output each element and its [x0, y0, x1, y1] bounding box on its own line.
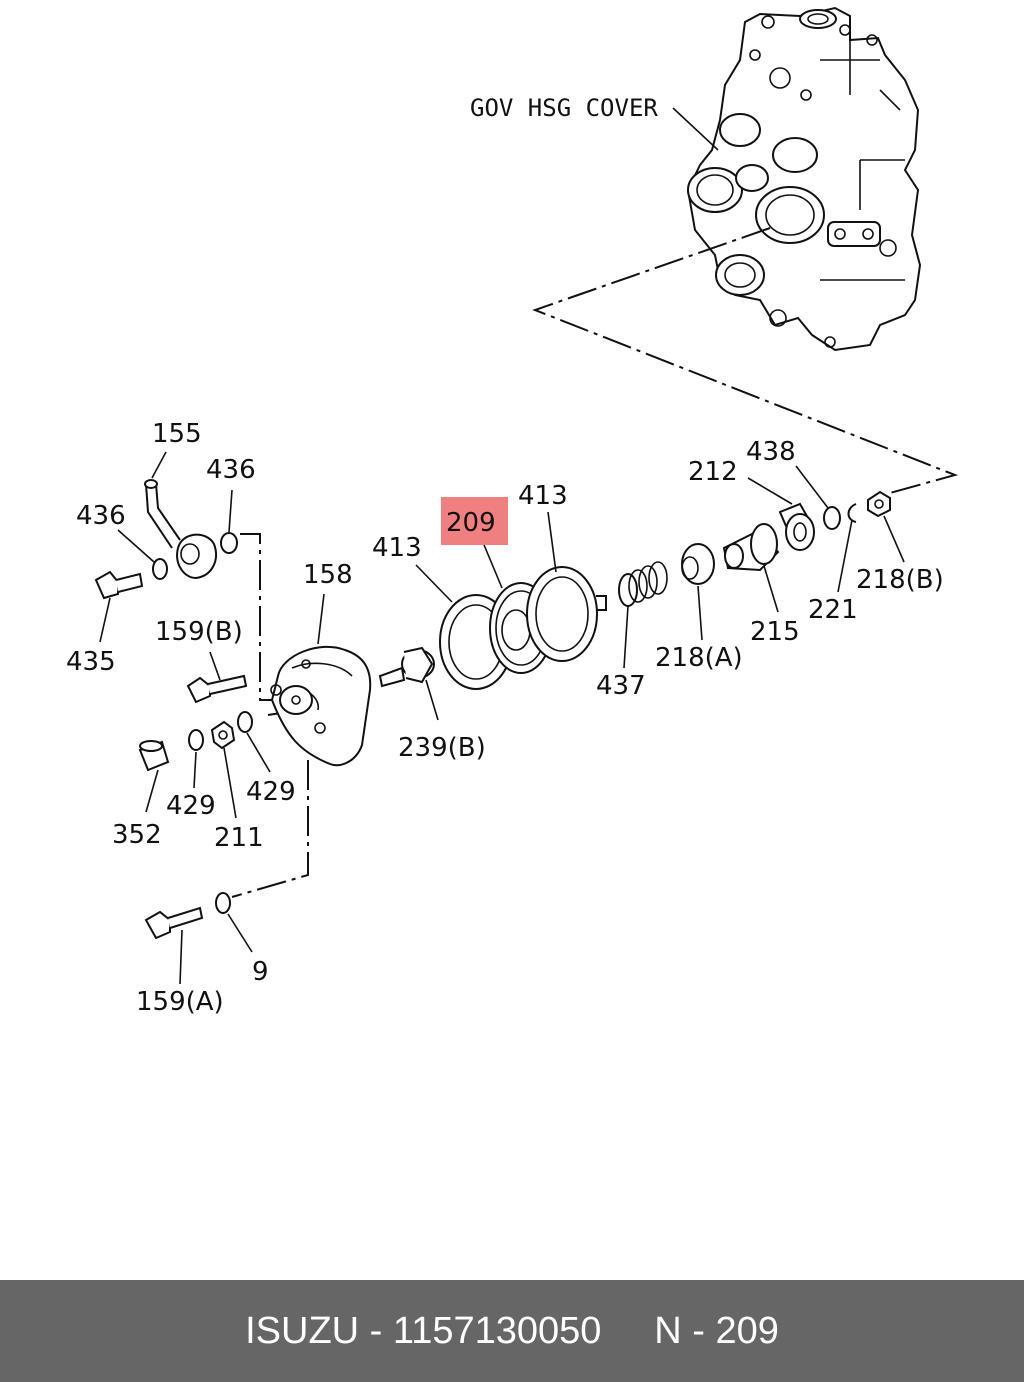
footer-separator: -: [359, 1309, 393, 1352]
o-ring-9: [215, 892, 231, 914]
fitting-239b: [378, 646, 435, 688]
plunger-215: [722, 523, 780, 572]
callout-436-lower: 436: [76, 501, 126, 531]
bolt-159b: [186, 674, 248, 704]
washer-436-left: [152, 558, 168, 580]
callout-159a: 159(A): [136, 987, 224, 1017]
washer-429-right: [237, 711, 253, 733]
callout-221: 221: [808, 595, 858, 625]
callout-155: 155: [152, 419, 202, 449]
callout-413-left: 413: [372, 533, 422, 563]
footer-bar: ISUZU - 1157130050 N - 209: [0, 1280, 1024, 1382]
callout-429-right: 429: [246, 777, 296, 807]
snap-ring-221: [847, 503, 857, 523]
spring-437: [618, 561, 668, 607]
footer-brand: ISUZU: [245, 1309, 360, 1352]
callout-437: 437: [596, 671, 646, 701]
callout-218b: 218(B): [856, 565, 944, 595]
callout-159b: 159(B): [155, 617, 243, 647]
callout-429-left: 429: [166, 791, 216, 821]
gasket-413-right: [526, 566, 607, 662]
callout-239b: 239(B): [398, 733, 486, 763]
footer-part-number: 1157130050: [392, 1309, 602, 1352]
exploded-parts-diagram: GOV HSG COVER 155 436 436 435 158 159(B)…: [66, 6, 959, 1017]
governor-housing-cover: [686, 6, 922, 352]
banjo-fitting-155: [144, 479, 217, 580]
assembly-label-gov-hsg-cover: GOV HSG COVER: [470, 94, 658, 122]
bolt-435: [94, 570, 144, 600]
callout-209: 209: [446, 508, 496, 538]
cup-218a: [681, 543, 715, 585]
washer-436-right: [220, 532, 238, 554]
callout-435: 435: [66, 647, 116, 677]
callout-215: 215: [750, 617, 800, 647]
callout-211: 211: [214, 823, 264, 853]
callout-218a: 218(A): [655, 643, 743, 673]
nut-211: [210, 720, 236, 750]
callout-9: 9: [252, 957, 269, 987]
callout-212: 212: [688, 457, 738, 487]
callout-413-right: 413: [518, 481, 568, 511]
pump-cover-158: [270, 645, 372, 767]
footer-ref-prefix: N -: [654, 1309, 716, 1352]
leader-lines: [99, 107, 905, 985]
footer-gap: [601, 1310, 654, 1353]
nut-218b: [867, 490, 891, 518]
washer-429-left: [188, 729, 204, 751]
callout-436-upper: 436: [206, 455, 256, 485]
highlight-box-209: [441, 497, 508, 545]
cap-352: [138, 740, 170, 772]
callout-438: 438: [746, 437, 796, 467]
footer-ref-number: 209: [715, 1309, 779, 1352]
callout-352: 352: [112, 820, 162, 850]
bolt-159a: [144, 906, 204, 940]
washer-438: [823, 506, 841, 530]
callout-158: 158: [303, 560, 353, 590]
clip-212: [778, 502, 815, 551]
